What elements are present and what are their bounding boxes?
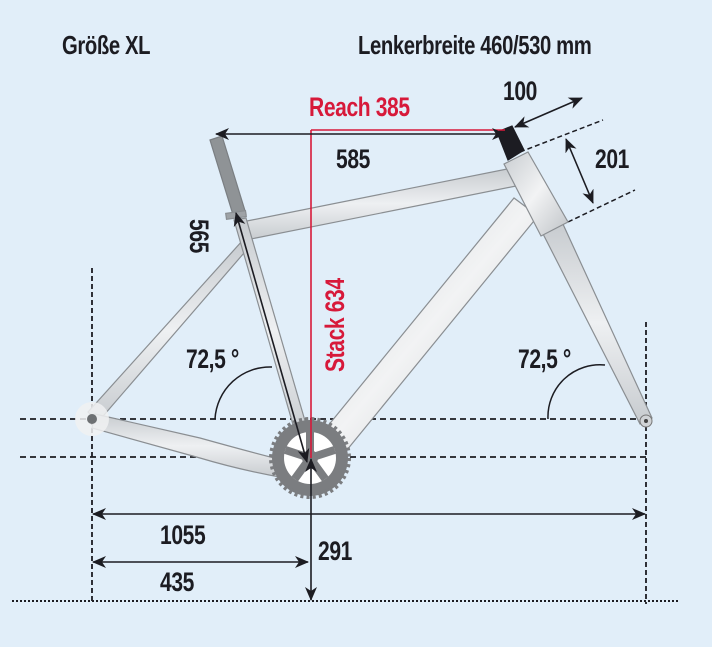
seat-tube-label: 565 — [184, 219, 214, 253]
handlebar-width-label: Lenkerbreite 460/530 mm — [358, 30, 592, 60]
dimension-arrows — [92, 97, 646, 601]
head-angle-arc — [547, 364, 606, 420]
top-tube-label: 585 — [336, 144, 370, 174]
head-tube-label: 201 — [595, 144, 629, 174]
chainring — [269, 417, 351, 499]
stack-label: Stack 634 — [320, 278, 350, 372]
stem-length-label: 100 — [503, 76, 537, 106]
size-label: Größe XL — [62, 30, 151, 60]
bb-height-label: 291 — [318, 536, 352, 566]
reach-label: Reach 385 — [309, 92, 410, 122]
head-angle-label: 72,5 ° — [518, 344, 571, 374]
wheelbase-label: 1055 — [160, 520, 206, 550]
chainstay-label: 435 — [160, 567, 194, 597]
seat-angle-label: 72,5 ° — [186, 344, 239, 374]
bike-frame — [87, 125, 653, 479]
